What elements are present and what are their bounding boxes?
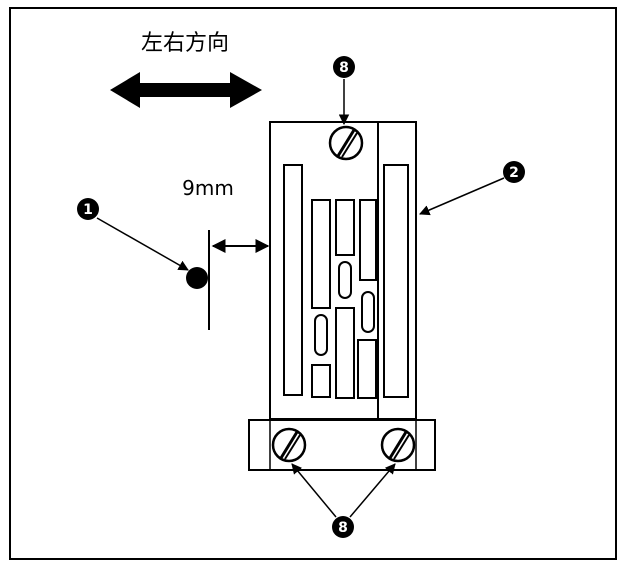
- bottom-right-screw-icon: [380, 427, 416, 463]
- callout-screws-bottom: 8: [332, 516, 354, 538]
- feed-dog-teeth: [311, 199, 377, 399]
- callout-feed-dog-number: 2: [509, 165, 519, 181]
- bottom-left-screw-icon: [271, 427, 307, 463]
- throat-plate: [248, 121, 436, 471]
- callout-screws-bottom-number: 8: [338, 520, 348, 536]
- callout-feed-dog: 2: [503, 161, 525, 183]
- callout-screw-top: 8: [333, 56, 355, 78]
- callout-screw-top-number: 8: [339, 60, 349, 76]
- callout-screws-bottom-leader-right: [349, 463, 396, 518]
- direction-label: 左右方向: [141, 31, 229, 56]
- left-right-arrow-icon: [110, 72, 262, 108]
- callout-screws-bottom-leader-left: [291, 463, 337, 518]
- distance-label: 9mm: [182, 176, 234, 200]
- callout-needle-leader: [96, 217, 189, 271]
- top-screw-icon: [328, 125, 364, 161]
- callout-needle-number: 1: [83, 202, 93, 218]
- needle-dot: [186, 267, 208, 289]
- callout-needle: 1: [77, 198, 99, 220]
- callout-feed-dog-leader: [419, 177, 505, 216]
